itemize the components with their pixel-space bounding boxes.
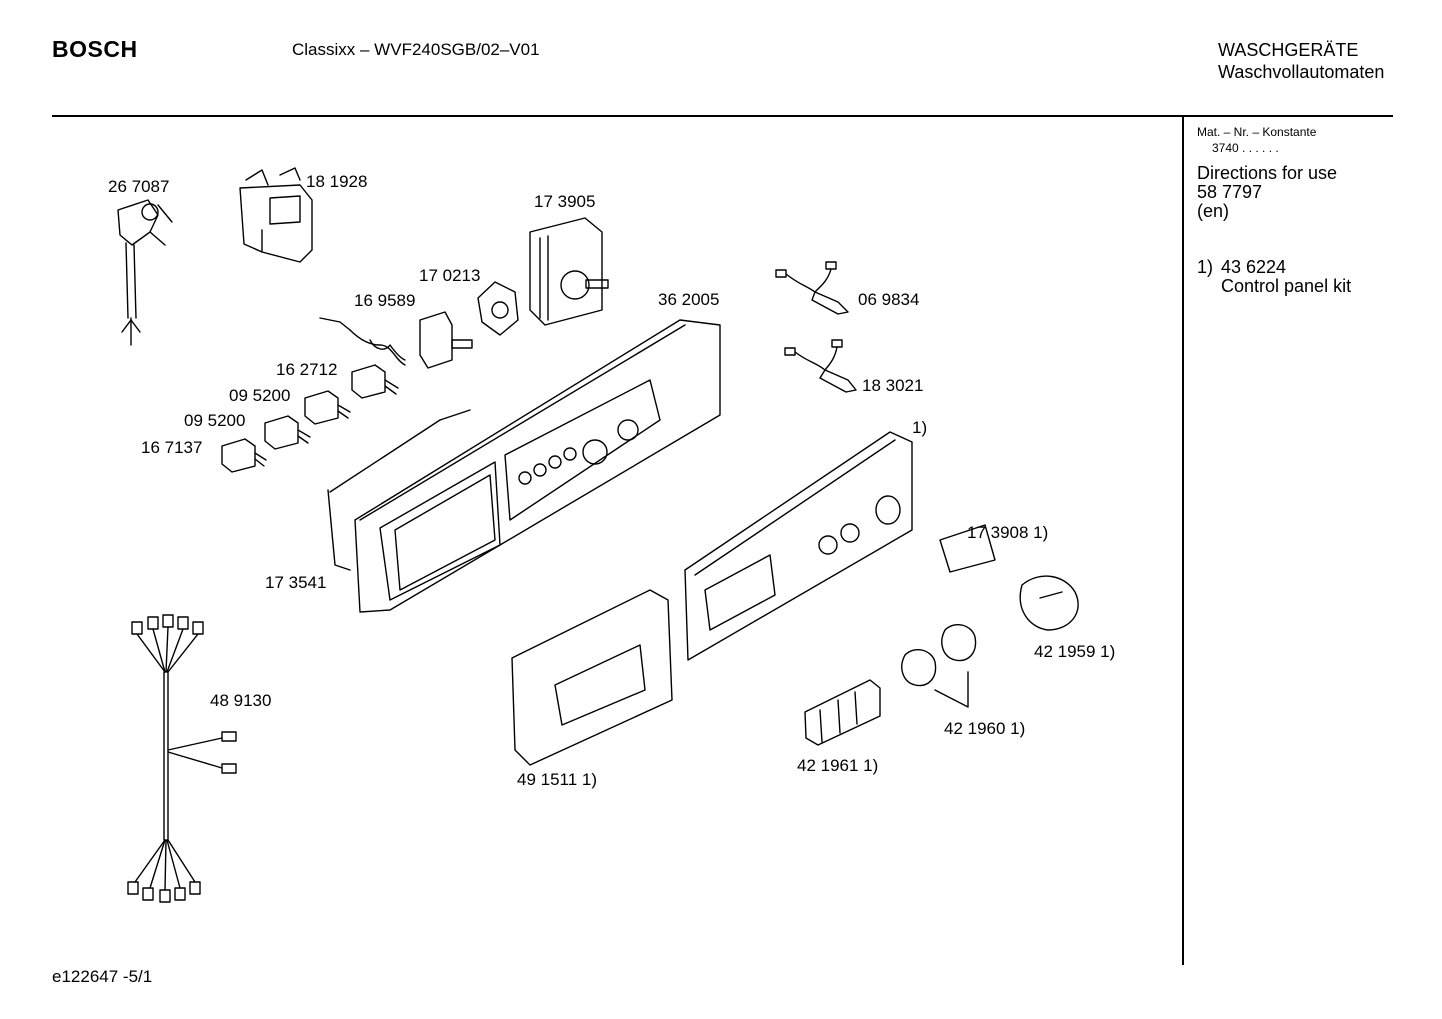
drawer-handle-drawing [511,589,673,766]
document-id: e122647 -5/1 [52,967,153,986]
part-label: 18 1928 [306,172,368,191]
part-label: 09 5200 [229,386,291,405]
category-subtitle: Waschvollautomaten [1218,62,1385,82]
knob-drawings [804,524,1079,746]
model-title: Classixx – WVF240SGB/02–V01 [292,40,540,59]
part-label: 16 9589 [354,291,416,310]
part-label: 42 1961 1) [797,756,879,775]
directions-label: Directions for use [1197,163,1338,183]
control-panel-frame-drawing [327,319,721,613]
selector-switch-drawing [477,281,519,336]
kit-number: 43 6224 [1221,257,1287,277]
part-label: 48 9130 [210,691,272,710]
part-label: 1) [912,418,928,437]
kit-marker: 1) [1197,257,1214,277]
header-divider [52,115,1393,117]
suppressor-drawing [239,167,313,263]
push-switch-drawings [221,364,399,473]
part-label: 09 5200 [184,411,246,430]
programme-timer-drawing [529,217,609,326]
part-label: 17 0213 [419,266,481,285]
category-title: WASCHGERÄTE [1218,40,1359,60]
part-label: 36 2005 [658,290,720,309]
thermostat-drawing [319,311,473,369]
part-label: 17 3908 1) [967,523,1049,542]
mat-value: 3740 . . . . . . [1212,141,1279,155]
part-label: 17 3905 [534,192,596,211]
part-label: 42 1960 1) [944,719,1026,738]
part-label: 16 7137 [141,438,203,457]
mat-label: Mat. – Nr. – Konstante [1197,125,1317,139]
directions-lang: (en) [1197,201,1230,221]
part-label: 16 2712 [276,360,338,379]
sidebar-divider [1182,117,1184,965]
part-label: 17 3541 [265,573,327,592]
kit-label: Control panel kit [1221,276,1352,296]
sensor-lead-drawings [775,261,857,393]
exploded-parts-diagram [117,167,1079,903]
part-label: 18 3021 [862,376,924,395]
part-label: 42 1959 1) [1034,642,1116,661]
part-label: 49 1511 1) [517,770,598,789]
fascia-panel-drawing [684,431,913,661]
brand-logo: BOSCH [52,36,138,62]
mains-plug-drawing [117,199,173,346]
part-label: 06 9834 [858,290,920,309]
wiring-harness-drawing [127,614,237,903]
part-label: 26 7087 [108,177,170,196]
directions-number: 58 7797 [1197,182,1263,202]
